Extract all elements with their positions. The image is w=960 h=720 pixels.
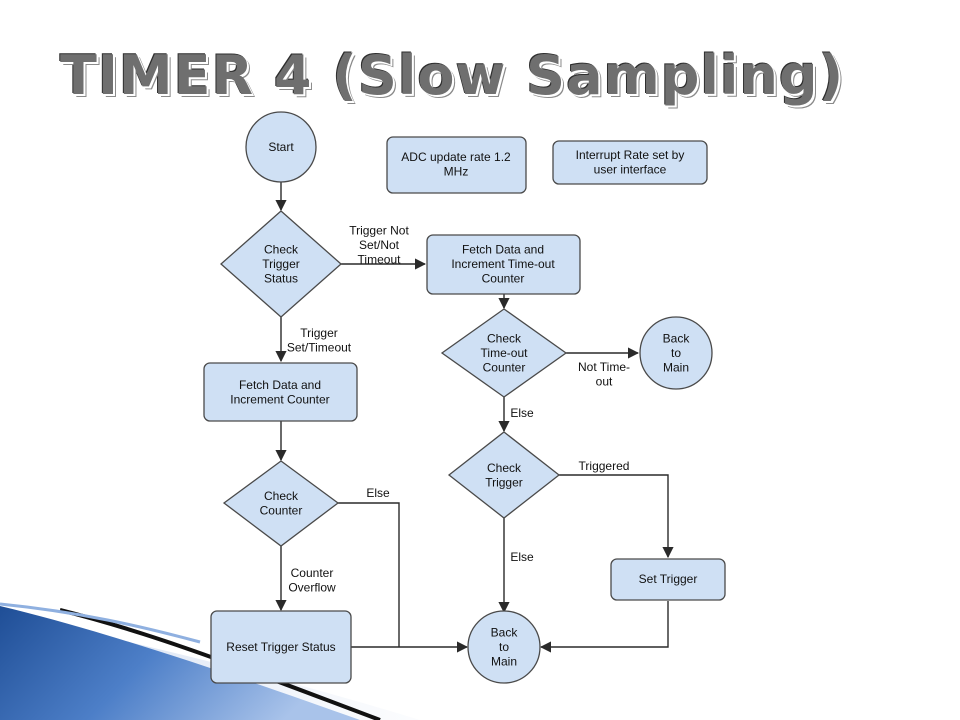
- note-adc-rate-label-line-2: MHz: [444, 164, 469, 178]
- process-set-trigger-label: Set Trigger: [639, 572, 698, 586]
- process-fetch-counter-label-line-1: Fetch Data and: [239, 378, 321, 392]
- decision-check-counter-label-line-1: Check: [264, 489, 299, 503]
- decision-check-trigger-label-line-1: Check: [487, 461, 522, 475]
- edge-label-trigger-set-line-2: Set/Timeout: [287, 340, 352, 354]
- edge-label-else-trigger-line-1: Else: [510, 550, 534, 564]
- process-fetch-timeout-label-line-1: Fetch Data and: [462, 243, 544, 257]
- edges: [275, 182, 674, 653]
- edge-label-trigger-not-set-line-3: Timeout: [358, 253, 402, 267]
- process-reset-trigger-status: Reset Trigger Status: [210, 610, 352, 684]
- edge-check-trigger-to-set-trigger: [559, 474, 674, 559]
- decision-check-trigger-status-label-line-2: Trigger: [262, 257, 300, 271]
- decision-check-counter-label-line-2: Counter: [260, 503, 303, 517]
- process-fetch-counter-label-line-2: Increment Counter: [230, 392, 329, 406]
- edge-label-trigger-set-line-1: Trigger: [300, 326, 338, 340]
- edge-label-else-counter-line-1: Else: [366, 486, 390, 500]
- note-interrupt-rate-label-line-1: Interrupt Rate set by: [576, 148, 685, 162]
- edge-set-trigger-to-back-main: [539, 601, 669, 653]
- edge-label-else-timeout: Else: [510, 406, 534, 420]
- edge-label-counter-overflow-line-2: Overflow: [288, 580, 336, 594]
- edge-label-else-trigger: Else: [510, 550, 534, 564]
- edge-label-triggered: Triggered: [579, 459, 630, 473]
- process-reset-trigger-status-label: Reset Trigger Status: [226, 640, 335, 654]
- terminal-back-main-top-label-line-2: to: [671, 346, 681, 360]
- edge-label-counter-overflow-line-1: Counter: [291, 566, 334, 580]
- process-fetch-timeout-label-line-2: Increment Time-out: [451, 257, 555, 271]
- edge-label-not-timeout-line-1: Not Time-: [578, 360, 630, 374]
- terminal-back-main-top-label-line-1: Back: [663, 332, 691, 346]
- note-interrupt-rate-label-line-2: user interface: [594, 162, 667, 176]
- decision-check-trigger-status-label-line-1: Check: [264, 243, 299, 257]
- edge-check-counter-else: [338, 502, 400, 647]
- decorative-swoosh: [0, 602, 420, 720]
- decision-check-trigger-status-label-line-3: Status: [264, 272, 298, 286]
- decision-check-timeout-counter-label-line-1: Check: [487, 332, 522, 346]
- process-reset-trigger-status-label-line-1: Reset Trigger Status: [226, 640, 335, 654]
- edge-label-not-timeout-line-2: out: [596, 374, 613, 388]
- edge-label-triggered-line-1: Triggered: [579, 459, 630, 473]
- note-adc-rate-label-line-1: ADC update rate 1.2: [401, 150, 511, 164]
- edge-label-else-counter: Else: [366, 486, 390, 500]
- decision-check-timeout-counter-label-line-2: Time-out: [481, 346, 529, 360]
- process-set-trigger: Set Trigger: [610, 558, 726, 601]
- node-start-label: Start: [268, 140, 294, 154]
- terminal-back-main-bottom-label-line-1: Back: [491, 626, 519, 640]
- process-fetch-timeout-label-line-3: Counter: [482, 272, 525, 286]
- node-start-label-line-1: Start: [268, 140, 294, 154]
- process-set-trigger-label-line-1: Set Trigger: [639, 572, 698, 586]
- edge-label-trigger-not-set-line-2: Set/Not: [359, 238, 400, 252]
- terminal-back-main-bottom-label-line-3: Main: [491, 655, 517, 669]
- decision-check-timeout-counter-label-line-3: Counter: [483, 361, 526, 375]
- terminal-back-main-top-label-line-3: Main: [663, 361, 689, 375]
- edge-label-else-timeout-line-1: Else: [510, 406, 534, 420]
- slide-title: TIMER 4 (Slow Sampling): [60, 44, 845, 107]
- terminal-back-main-bottom-label-line-2: to: [499, 640, 509, 654]
- edge-label-not-timeout: Not Time-out: [578, 360, 630, 389]
- edge-label-trigger-not-set-line-1: Trigger Not: [349, 224, 409, 238]
- node-start: Start: [245, 111, 317, 183]
- decision-check-trigger-label-line-2: Trigger: [485, 475, 523, 489]
